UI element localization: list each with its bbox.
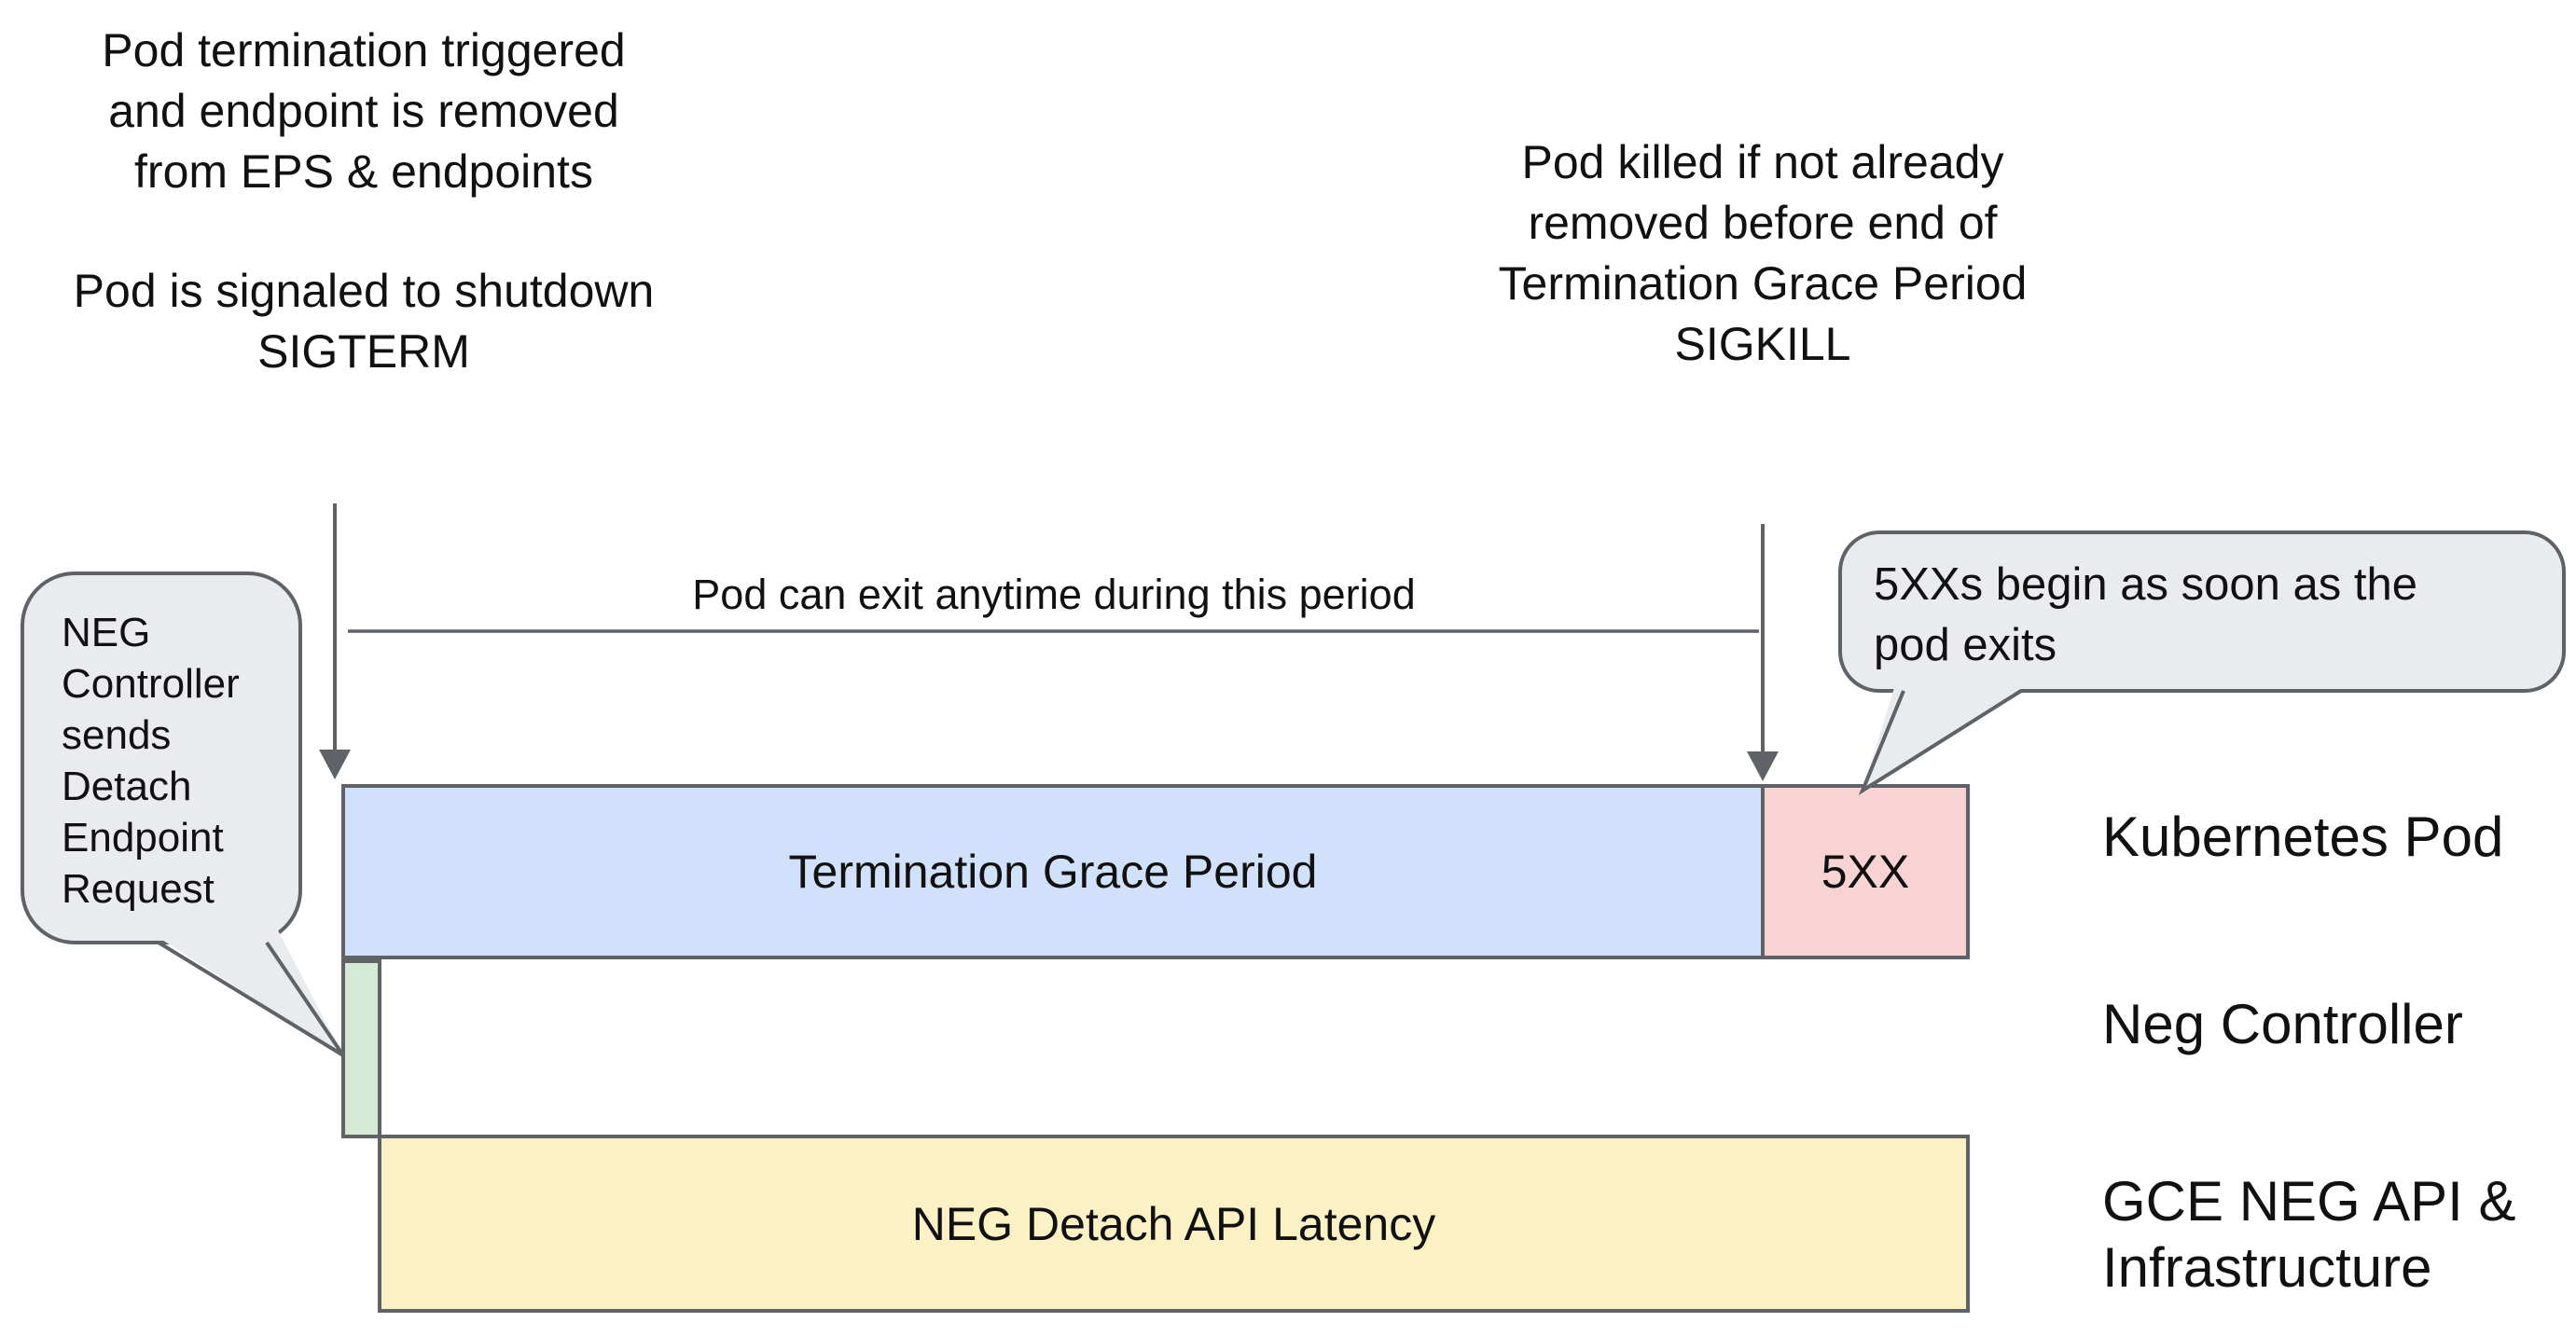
pod-termination-note-para1: Pod termination triggered and endpoint i… [102, 24, 626, 198]
fivexx-bubble-text: 5XXs begin as soon as the pod exits [1874, 559, 2417, 670]
pod-termination-note: Pod termination triggered and endpoint i… [37, 21, 690, 382]
fivexx-bubble: 5XXs begin as soon as the pod exits [1838, 530, 2566, 693]
fivexx-bubble-tail [1858, 679, 2037, 796]
exit-period-label: Pod can exit anytime during this period [692, 571, 1416, 618]
detach-latency-bar: NEG Detach API Latency [378, 1135, 1970, 1313]
pod-killed-note: Pod killed if not already removed before… [1498, 136, 2028, 370]
sigterm-note-para2: Pod is signaled to shutdown SIGTERM [73, 265, 655, 378]
detach-request-bar [341, 959, 381, 1138]
error-5xx-bar: 5XX [1761, 784, 1970, 959]
grace-period-bar-label: Termination Grace Period [788, 846, 1318, 898]
neg-controller-bubble-text: NEG Controller sends Detach Endpoint Req… [62, 610, 240, 912]
sigkill-arrow [1747, 524, 1779, 781]
lane-label-kubernetes-pod: Kubernetes Pod [2102, 806, 2504, 868]
neg-controller-bubble: NEG Controller sends Detach Endpoint Req… [21, 572, 302, 944]
neg-controller-bubble-tail [147, 930, 345, 1057]
lane-label-gce-neg-api: GCE NEG API & Infrastructure [2102, 1170, 2516, 1299]
detach-latency-bar-label: NEG Detach API Latency [911, 1197, 1436, 1250]
grace-period-bar: Termination Grace Period [341, 784, 1765, 959]
sigterm-arrow [319, 503, 351, 779]
error-5xx-bar-label: 5XX [1821, 846, 1910, 898]
lane-label-neg-controller: Neg Controller [2102, 993, 2463, 1055]
